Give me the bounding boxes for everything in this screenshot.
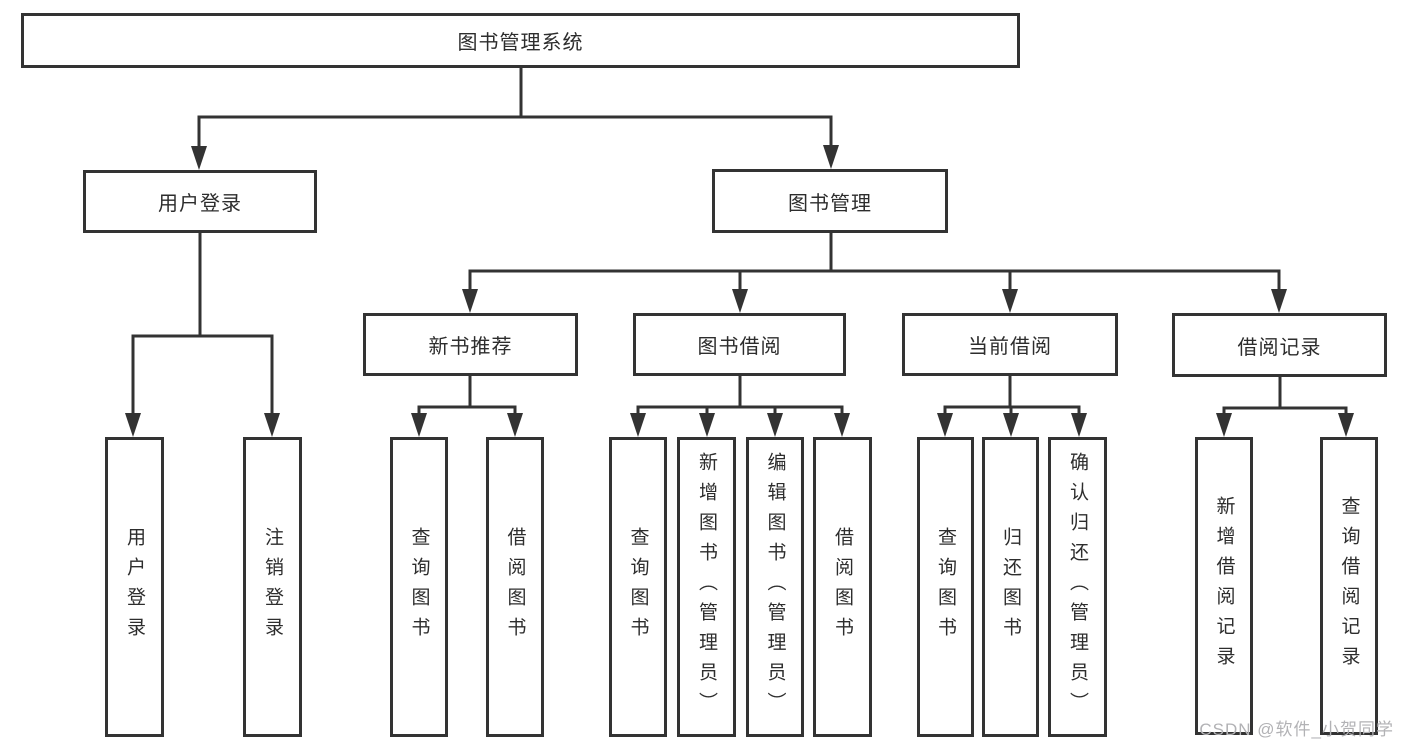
edges-new-book-recommend bbox=[411, 376, 523, 437]
node-borrow-records: 借阅记录 bbox=[1172, 313, 1387, 377]
leaf-borrow-books: 借阅图书 bbox=[813, 437, 872, 737]
leaf-return-books: 归还图书 bbox=[982, 437, 1039, 737]
csdn-watermark: CSDN @软件_小贺同学 bbox=[1199, 720, 1394, 739]
leaf-confirm-return-admin: 确认归还（管理员） bbox=[1048, 437, 1107, 737]
node-root-system: 图书管理系统 bbox=[21, 13, 1020, 68]
leaf-add-borrow-record: 新增借阅记录 bbox=[1195, 437, 1253, 735]
leaf-query-books-recommend: 查询图书 bbox=[390, 437, 448, 737]
edges-current-borrow bbox=[937, 376, 1087, 437]
leaf-user-login: 用户登录 bbox=[105, 437, 164, 737]
leaf-borrow-books-recommend: 借阅图书 bbox=[486, 437, 544, 737]
node-new-book-recommend: 新书推荐 bbox=[363, 313, 578, 376]
leaf-add-books-admin: 新增图书（管理员） bbox=[677, 437, 736, 737]
node-book-management: 图书管理 bbox=[712, 169, 948, 233]
node-book-borrow: 图书借阅 bbox=[633, 313, 846, 376]
edges-book-management bbox=[462, 233, 1287, 313]
edges-root bbox=[191, 66, 839, 170]
node-user-login: 用户登录 bbox=[83, 170, 317, 233]
edges-borrow-records bbox=[1216, 377, 1354, 437]
leaf-query-books-current: 查询图书 bbox=[917, 437, 974, 737]
node-current-borrow: 当前借阅 bbox=[902, 313, 1118, 376]
edges-user-login bbox=[125, 233, 280, 437]
leaf-query-borrow-record: 查询借阅记录 bbox=[1320, 437, 1378, 735]
leaf-query-books-borrow: 查询图书 bbox=[609, 437, 667, 737]
leaf-edit-books-admin: 编辑图书（管理员） bbox=[746, 437, 804, 737]
edges-book-borrow bbox=[630, 376, 850, 437]
leaf-logout: 注销登录 bbox=[243, 437, 302, 737]
